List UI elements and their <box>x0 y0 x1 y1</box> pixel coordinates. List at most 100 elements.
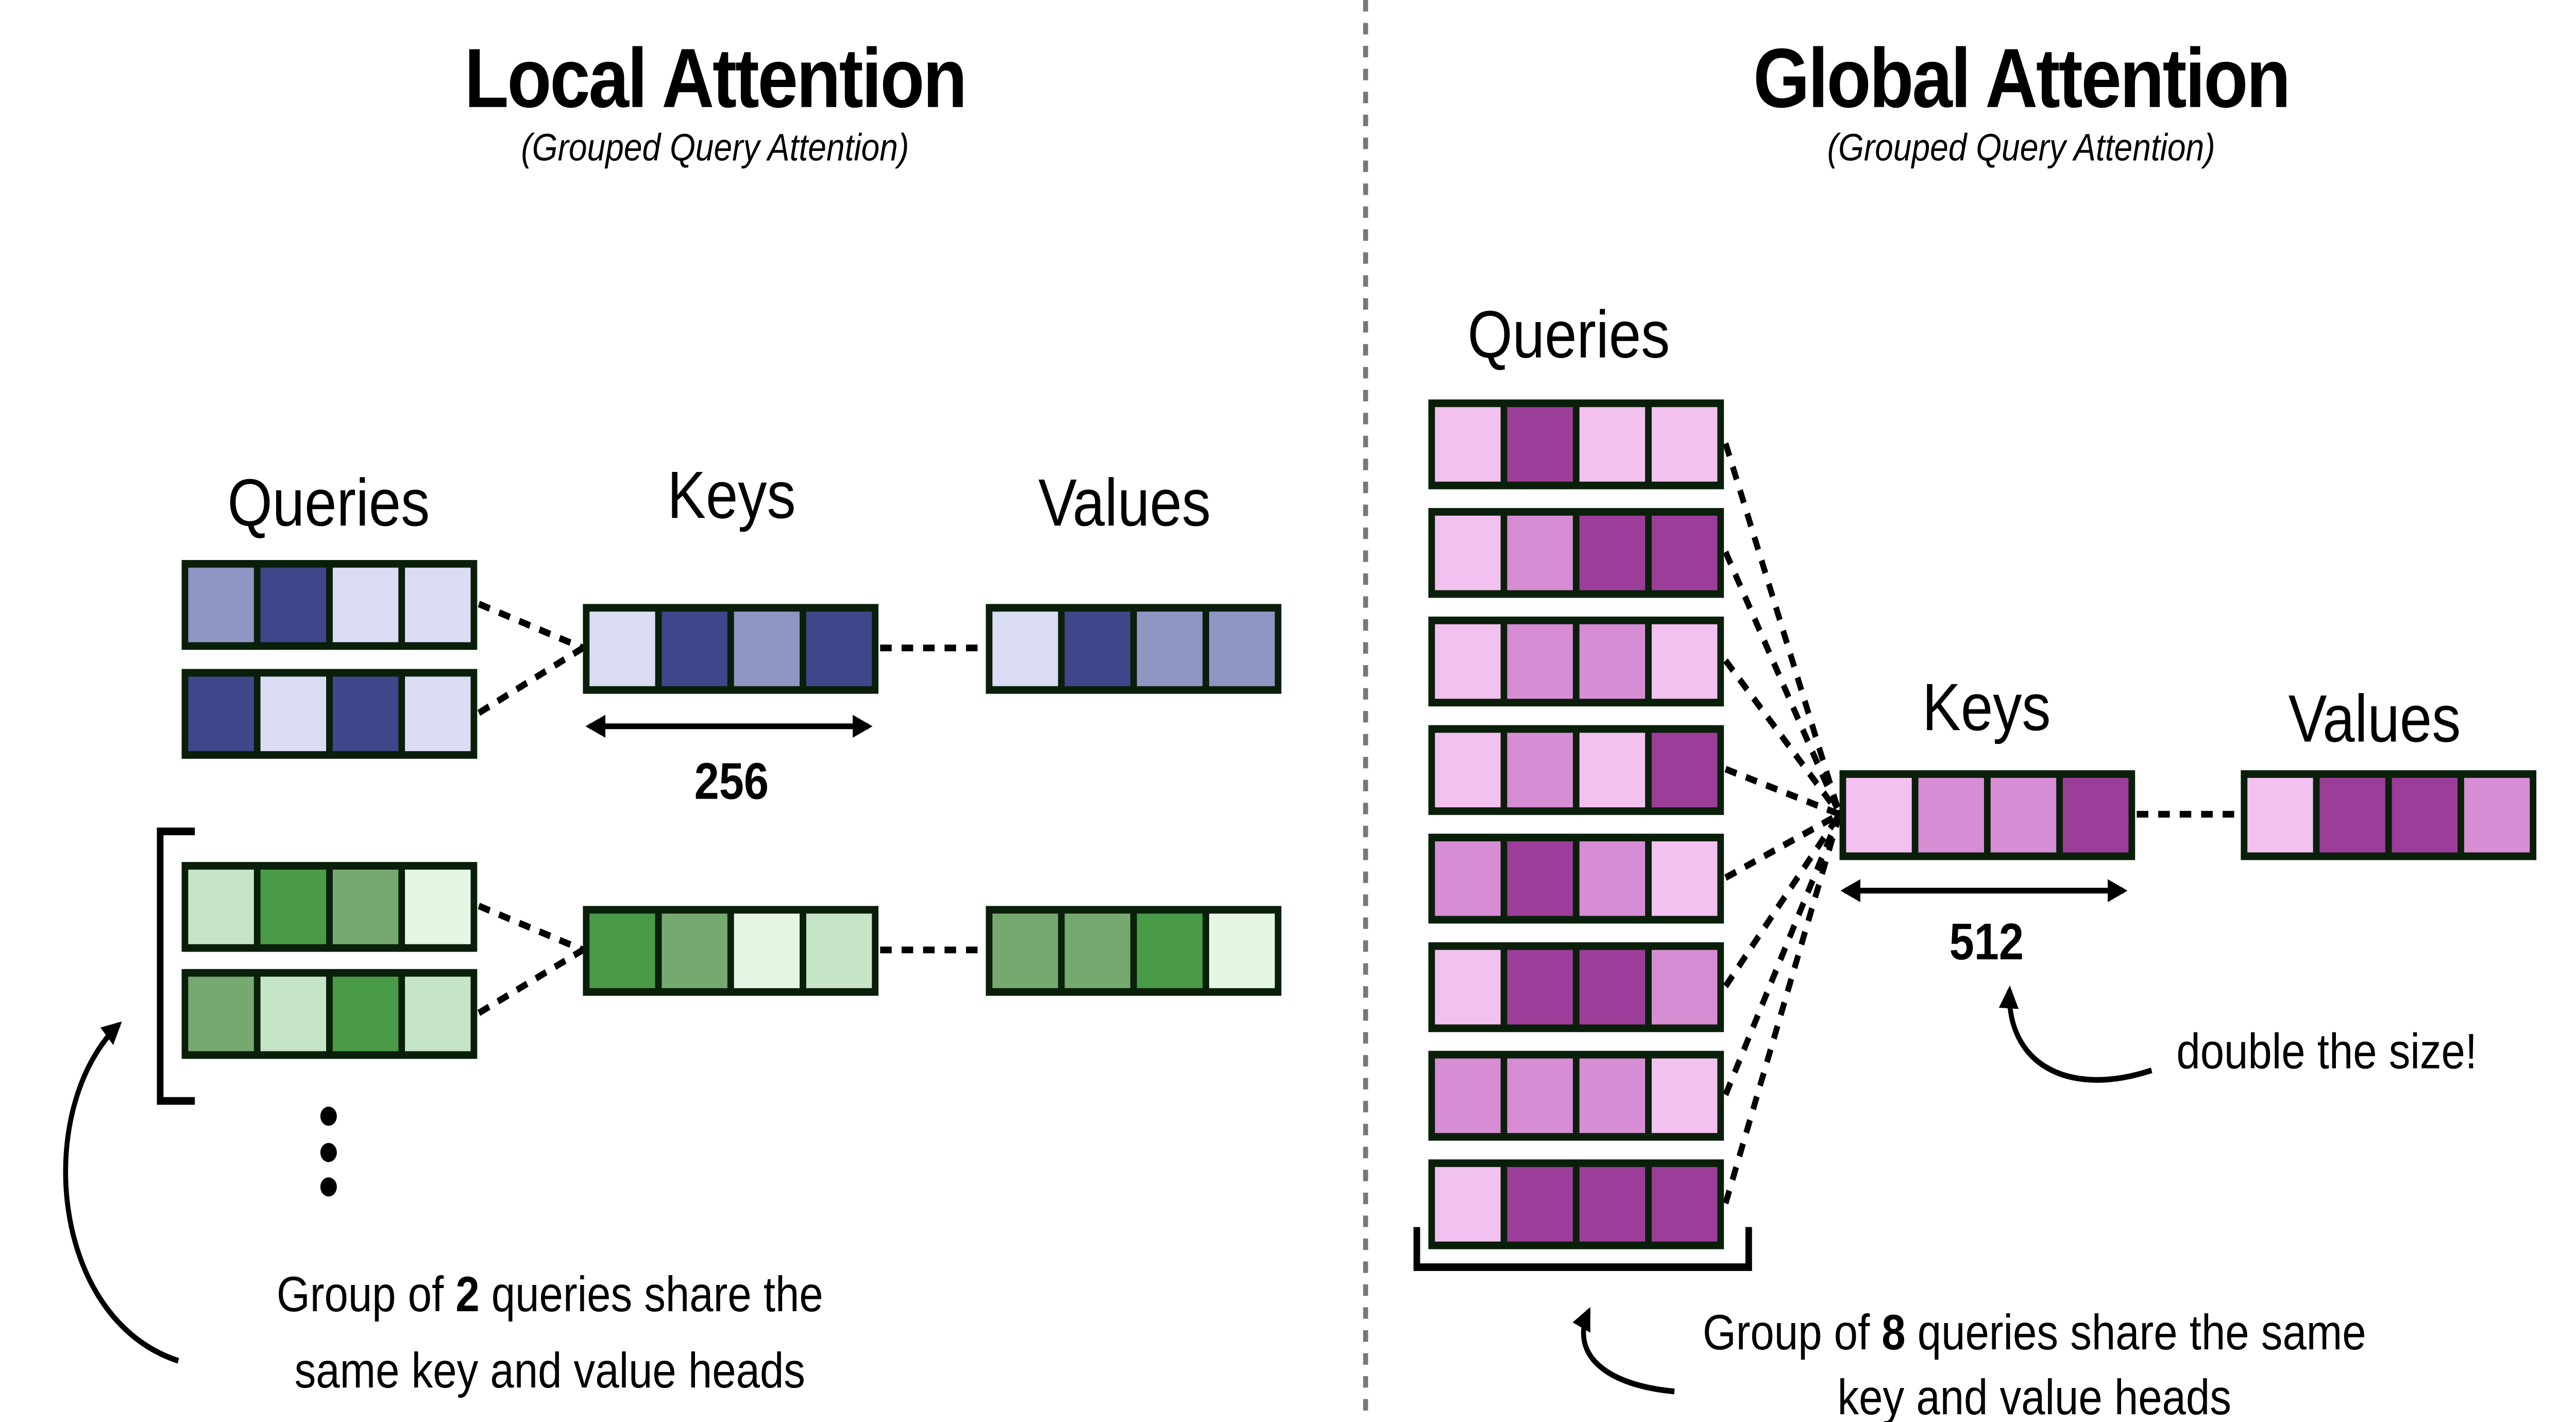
key-head-cell <box>662 913 727 988</box>
global-curved-arrow-icon <box>1572 1307 1675 1395</box>
query-head-cell <box>1507 407 1573 482</box>
global-note-line2: key and value heads <box>1838 1369 2231 1422</box>
query-head-cell <box>1579 407 1646 482</box>
value-head <box>986 906 1282 996</box>
query-head-cell <box>332 976 399 1052</box>
query-head <box>1428 399 1724 489</box>
key-head-cell <box>806 913 872 988</box>
query-head-cell <box>188 976 254 1052</box>
query-head-cell <box>1579 624 1646 699</box>
key-head-cell <box>1846 777 1912 853</box>
global-blocks <box>1428 399 2537 1249</box>
query-head-cell <box>1435 624 1501 699</box>
global-title: Global Attention <box>1753 31 2289 125</box>
query-head-cell <box>260 567 327 642</box>
query-key-connector <box>1723 658 1842 817</box>
query-head-cell <box>1651 1058 1718 1133</box>
query-head-cell <box>1579 841 1646 916</box>
query-head-cell <box>1435 1058 1501 1133</box>
key-head-cell <box>734 913 800 988</box>
query-head-cell <box>1651 950 1718 1025</box>
query-head-cell <box>1435 733 1501 807</box>
global-keys-label: Keys <box>1922 669 2050 744</box>
local-title: Local Attention <box>464 31 965 125</box>
query-head-cell <box>260 976 327 1052</box>
query-head-cell <box>1651 733 1718 807</box>
key-head-cell <box>806 612 872 686</box>
query-key-connector <box>478 903 584 953</box>
query-key-connector <box>477 946 585 1016</box>
query-head <box>181 969 478 1059</box>
key-head-cell <box>589 612 655 686</box>
query-head-cell <box>1651 624 1718 699</box>
global-note-line1: Group of 8 queries share the same <box>1703 1305 2366 1360</box>
query-head-cell <box>1651 841 1718 916</box>
query-head-cell <box>1435 515 1501 590</box>
value-head-cell <box>2247 777 2313 853</box>
query-head <box>181 862 478 952</box>
query-head-cell <box>188 676 254 751</box>
key-head-cell <box>1918 777 1984 853</box>
key-head-cell <box>2063 777 2129 853</box>
global-group-bracket <box>1413 1227 1752 1271</box>
query-head-cell <box>405 869 471 944</box>
query-head-cell <box>1507 733 1573 807</box>
key-head <box>1839 770 2136 860</box>
value-head-cell <box>1064 913 1130 988</box>
query-key-connector <box>1723 813 1842 1205</box>
query-head-cell <box>405 976 471 1052</box>
query-head-cell <box>1507 515 1573 590</box>
local-connectors <box>477 601 985 1016</box>
query-head-cell <box>1435 950 1501 1025</box>
query-head-cell <box>260 676 327 751</box>
query-head-cell <box>1507 841 1573 916</box>
key-head-cell <box>1990 777 2057 853</box>
key-head-cell <box>734 612 800 686</box>
global-values-label: Values <box>2289 681 2461 756</box>
query-head-cell <box>1579 1058 1646 1133</box>
query-head-cell <box>1579 950 1646 1025</box>
query-head <box>181 669 478 759</box>
query-head-cell <box>332 869 399 944</box>
query-key-connector <box>1723 442 1842 816</box>
query-key-connector <box>478 601 584 651</box>
query-head-cell <box>1579 1167 1646 1242</box>
query-head <box>1428 942 1724 1032</box>
global-key-size: 512 <box>1950 912 2024 970</box>
query-head-cell <box>1651 515 1718 590</box>
double-size-arrow-icon <box>1998 985 2153 1083</box>
global-subtitle: (Grouped Query Attention) <box>1827 126 2215 168</box>
value-head-cell <box>1209 612 1275 686</box>
query-head <box>1428 834 1724 924</box>
local-blocks <box>181 560 1282 1059</box>
query-head-cell <box>332 567 399 642</box>
local-note-line2: same key and value heads <box>295 1343 805 1399</box>
query-head <box>181 560 478 650</box>
local-values-label: Values <box>1038 465 1211 540</box>
query-head-cell <box>1507 1058 1573 1133</box>
query-head <box>1428 616 1724 707</box>
value-head <box>2241 770 2537 860</box>
value-head-cell <box>992 913 1058 988</box>
value-head-cell <box>2464 777 2530 853</box>
query-key-connector <box>477 645 585 716</box>
local-subtitle: (Grouped Query Attention) <box>521 126 909 168</box>
query-head-cell <box>1435 1167 1501 1242</box>
query-key-connector <box>1723 812 1842 989</box>
query-head <box>1428 508 1724 598</box>
query-head-cell <box>1435 407 1501 482</box>
query-head-cell <box>188 869 254 944</box>
query-head-cell <box>1507 950 1573 1025</box>
key-head <box>583 906 879 996</box>
query-head-cell <box>1435 841 1501 916</box>
value-head-cell <box>992 612 1058 686</box>
query-head-cell <box>1651 1167 1718 1242</box>
value-head-cell <box>1209 913 1275 988</box>
query-head <box>1428 1051 1724 1141</box>
value-head-cell <box>1137 913 1203 988</box>
query-head-cell <box>1579 733 1646 807</box>
local-queries-label: Queries <box>227 465 430 540</box>
local-note-line1: Group of 2 queries share the <box>277 1266 823 1322</box>
query-head-cell <box>1579 515 1646 590</box>
query-head-cell <box>332 676 399 751</box>
